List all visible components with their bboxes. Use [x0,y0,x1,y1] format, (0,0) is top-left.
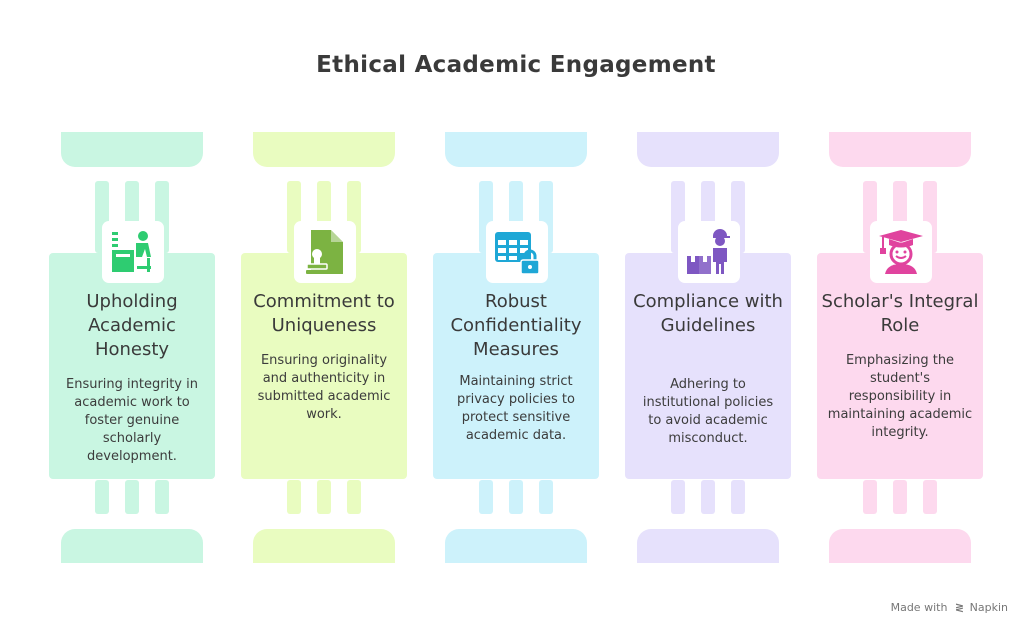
pillar-confidentiality: Robust Confidentiality Measures Maintain… [433,0,601,636]
footer-made-with: Made with [890,601,948,614]
pillar-shaft [317,480,331,514]
icon-frame [102,221,164,283]
pillar-shaft [923,480,937,514]
pillar-uniqueness: Commitment to Uniqueness Ensuring origin… [241,0,409,636]
pillar-heading: Upholding Academic Honesty [86,291,178,360]
icon-frame [870,221,932,283]
icon-frame [294,221,356,283]
pillar-shaft [701,480,715,514]
pillar-bottom-cap [445,529,587,563]
pillar-description: Emphasizing the student's responsibility… [827,353,973,440]
pillar-guidelines: Compliance with Guidelines Adhering to i… [625,0,793,636]
pillar-shaft [479,480,493,514]
pillar-shaft [731,480,745,514]
pillar-top-cap [253,132,395,167]
pillar-heading: Robust Confidentiality Measures [450,291,582,360]
worker-boxes-icon [687,229,730,274]
pillar-heading: Compliance with Guidelines [633,291,783,336]
footer-brand: Napkin [969,601,1008,614]
pillar-top-cap [829,132,971,167]
pillar-description: Adhering to institutional policies to av… [642,377,774,446]
pillar-scholar-role: Scholar's Integral Role Emphasizing the … [817,0,985,636]
pillar-top-cap [61,132,203,167]
pillar-shaft [347,480,361,514]
icon-frame [678,221,740,283]
pillar-shaft [863,480,877,514]
page-title: Ethical Academic Engagement [316,52,716,78]
student-at-desk-icon [112,231,151,272]
pillar-bottom-cap [253,529,395,563]
pillar-shaft [287,480,301,514]
pillar-body [241,253,407,479]
footer-credit: Made with ≷ Napkin [891,601,1008,614]
pillar-shaft [155,480,169,514]
pillar-shaft [125,480,139,514]
pillar-heading: Commitment to Uniqueness [253,291,395,336]
pillar-body [625,253,791,479]
pillar-description: Maintaining strict privacy policies to p… [457,374,575,443]
pillar-shaft [509,480,523,514]
pillar-shaft [893,480,907,514]
pillar-body [49,253,215,479]
pillar-top-cap [445,132,587,167]
locked-table-icon [495,232,540,275]
napkin-logo-icon: ≷ [954,601,965,614]
pillar-bottom-cap [61,529,203,563]
pillar-bottom-cap [637,529,779,563]
graduate-icon [879,230,923,274]
icon-frame [486,221,548,283]
pillar-shaft [95,480,109,514]
pillar-academic-honesty: Upholding Academic Honesty Ensuring inte… [49,0,217,636]
pillar-heading: Scholar's Integral Role [821,291,979,336]
pillar-body [817,253,983,479]
pillar-top-cap [637,132,779,167]
pillar-body [433,253,599,479]
document-stamp-icon [306,230,343,274]
pillar-shaft [539,480,553,514]
pillar-bottom-cap [829,529,971,563]
pillar-description: Ensuring originality and authenticity in… [257,353,391,422]
pillar-shaft [671,480,685,514]
pillar-description: Ensuring integrity in academic work to f… [66,377,198,464]
